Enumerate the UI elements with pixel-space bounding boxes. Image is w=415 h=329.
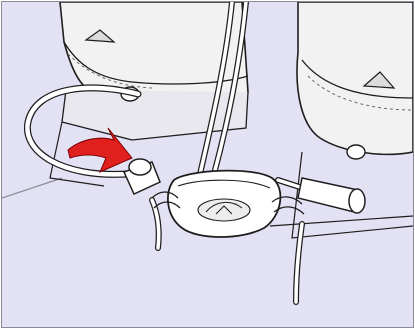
left-toggle xyxy=(124,159,160,194)
logo-mark-icon xyxy=(198,199,250,221)
cord-lock-icon xyxy=(168,171,281,237)
ground-line xyxy=(2,178,62,198)
right-toggle xyxy=(298,178,365,213)
instruction-illustration xyxy=(2,2,413,327)
